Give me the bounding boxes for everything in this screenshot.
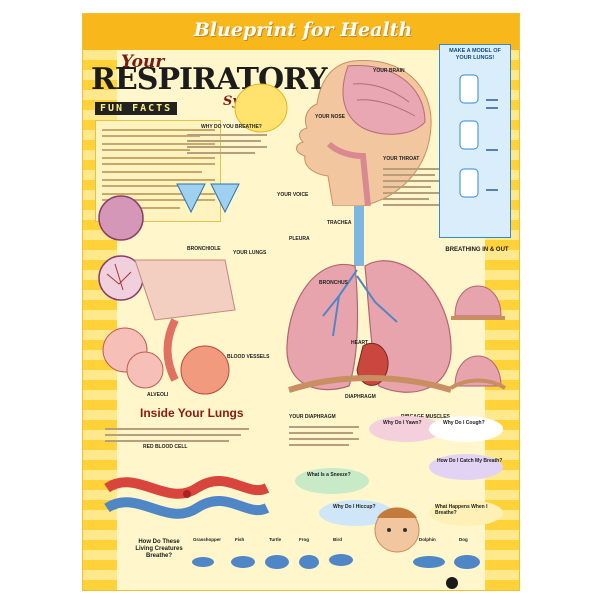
fun-facts-badge: FUN FACTS [95, 102, 178, 115]
vocal-cords-diagrams [176, 183, 240, 214]
label-your-lungs: YOUR LUNGS [233, 250, 267, 256]
bubble-cough-label: Why Do I Cough? [443, 420, 485, 426]
label-trachea: TRACHEA [327, 220, 352, 226]
label-pleura: PLEURA [289, 236, 310, 242]
brand-logo [446, 577, 458, 589]
bubble-cough: Why Do I Cough? [429, 416, 503, 442]
fact-line [102, 163, 215, 165]
lungs-illustration [286, 206, 452, 393]
title-your: Your [121, 52, 165, 72]
bubble-sneeze-label: What Is a Sneeze? [307, 472, 351, 478]
fact-line [102, 171, 202, 173]
animal-label-bird: Bird [333, 537, 342, 542]
child-face [374, 507, 420, 553]
fact-line [102, 185, 195, 187]
bubble-sneeze: What Is a Sneeze? [295, 468, 369, 494]
label-your-diaphragm: YOUR DIAPHRAGM [289, 414, 336, 420]
bubble-yawn-label: Why Do I Yawn? [383, 420, 422, 426]
fact-line [102, 193, 215, 195]
breathing-diagrams [449, 285, 507, 390]
animal-label-fish: Fish [235, 537, 245, 542]
label-alveoli: ALVEOLI [147, 392, 169, 398]
animal-label-turtle: Turtle [269, 537, 282, 542]
fact-line [102, 179, 215, 181]
animal-label-dolphin: Dolphin [419, 537, 436, 542]
animal-label-frog: Frog [299, 537, 309, 542]
model-lungs-box: MAKE A MODEL OF YOUR LUNGS! [439, 44, 511, 238]
label-bronchus: BRONCHUS [319, 280, 348, 286]
label-why-breathe: WHY DO YOU BREATHE? [201, 124, 262, 130]
fact-line [102, 135, 200, 137]
bubble-hiccup-label: Why Do I Hiccup? [333, 504, 376, 510]
fact-line [102, 157, 215, 159]
label-your-voice: YOUR VOICE [277, 192, 309, 198]
label-your-nose: YOUR NOSE [315, 114, 346, 120]
label-blood-vessels: BLOOD VESSELS [227, 354, 270, 360]
label-your-throat: YOUR THROAT [383, 156, 420, 162]
animals-question: How Do These Living Creatures Breathe? [135, 539, 183, 560]
throat-text [383, 164, 439, 224]
animal-label-dog: Dog [459, 537, 468, 542]
model-lungs-title: MAKE A MODEL OF YOUR LUNGS! [449, 48, 501, 61]
model-lungs-steps [459, 74, 498, 198]
fun-facts-box [95, 120, 221, 222]
label-heart: HEART [351, 340, 369, 346]
label-diaphragm: DIAPHRAGM [345, 394, 376, 400]
capillary-diagram [104, 476, 270, 519]
microscope-views [98, 195, 144, 301]
label-bronchiole: BRONCHIOLE [187, 246, 221, 252]
fact-line [102, 129, 215, 131]
banner-title: Blueprint for Health [193, 19, 413, 41]
fact-line [102, 149, 190, 151]
animal-label-grasshopper: Grasshopper [193, 537, 222, 542]
fact-line [102, 199, 215, 201]
diaphragm-text [289, 422, 359, 454]
bubble-catch-breath: How Do I Catch My Breath? [429, 454, 503, 480]
page-title: RESPIRATORY [91, 62, 328, 97]
animal-illustrations [192, 554, 480, 569]
bubble-catch-breath-label: How Do I Catch My Breath? [437, 458, 503, 464]
bubble-where-air: What Happens When I Breathe? [429, 500, 503, 526]
alveoli-illustration [102, 259, 236, 395]
fact-line [102, 143, 215, 145]
label-red-blood-cell: RED BLOOD CELL [143, 444, 188, 450]
label-your-brain: YOUR BRAIN [373, 68, 405, 74]
poster: Blueprint for Health Your RESPIRATORY Sy… [82, 13, 520, 591]
bubble-where-air-label: What Happens When I Breathe? [435, 504, 488, 516]
inside-lungs-text [105, 424, 249, 444]
inside-lungs-heading: Inside Your Lungs [140, 406, 244, 420]
breathing-title: BREATHING IN & OUT [445, 247, 509, 253]
why-breathe-text [187, 130, 267, 168]
